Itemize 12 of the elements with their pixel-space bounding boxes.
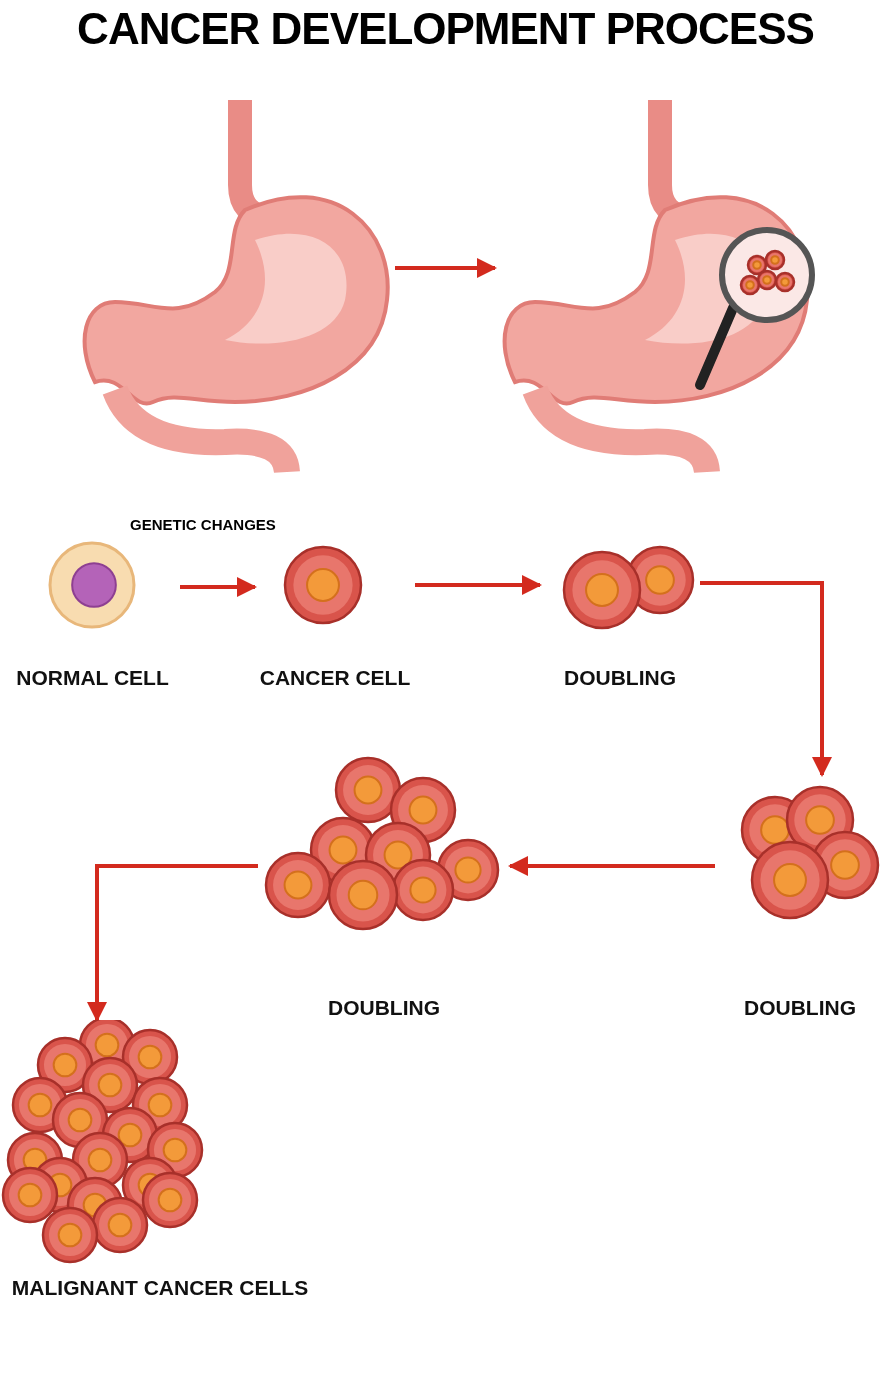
title: CANCER DEVELOPMENT PROCESS [76, 4, 815, 54]
cell-label: CANCER CELL [258, 666, 412, 690]
arrow [180, 577, 257, 597]
cell-label: NORMAL CELL [15, 666, 170, 690]
cell-label: DOUBLING [563, 666, 677, 690]
cell-label: MALIGNANT CANCER CELLS [10, 1276, 310, 1300]
arrow [508, 856, 715, 876]
arrow [415, 575, 542, 595]
cell-label: DOUBLING [743, 996, 857, 1020]
arrow [395, 258, 497, 278]
cell-label: DOUBLING [327, 996, 441, 1020]
arrow [700, 581, 832, 777]
